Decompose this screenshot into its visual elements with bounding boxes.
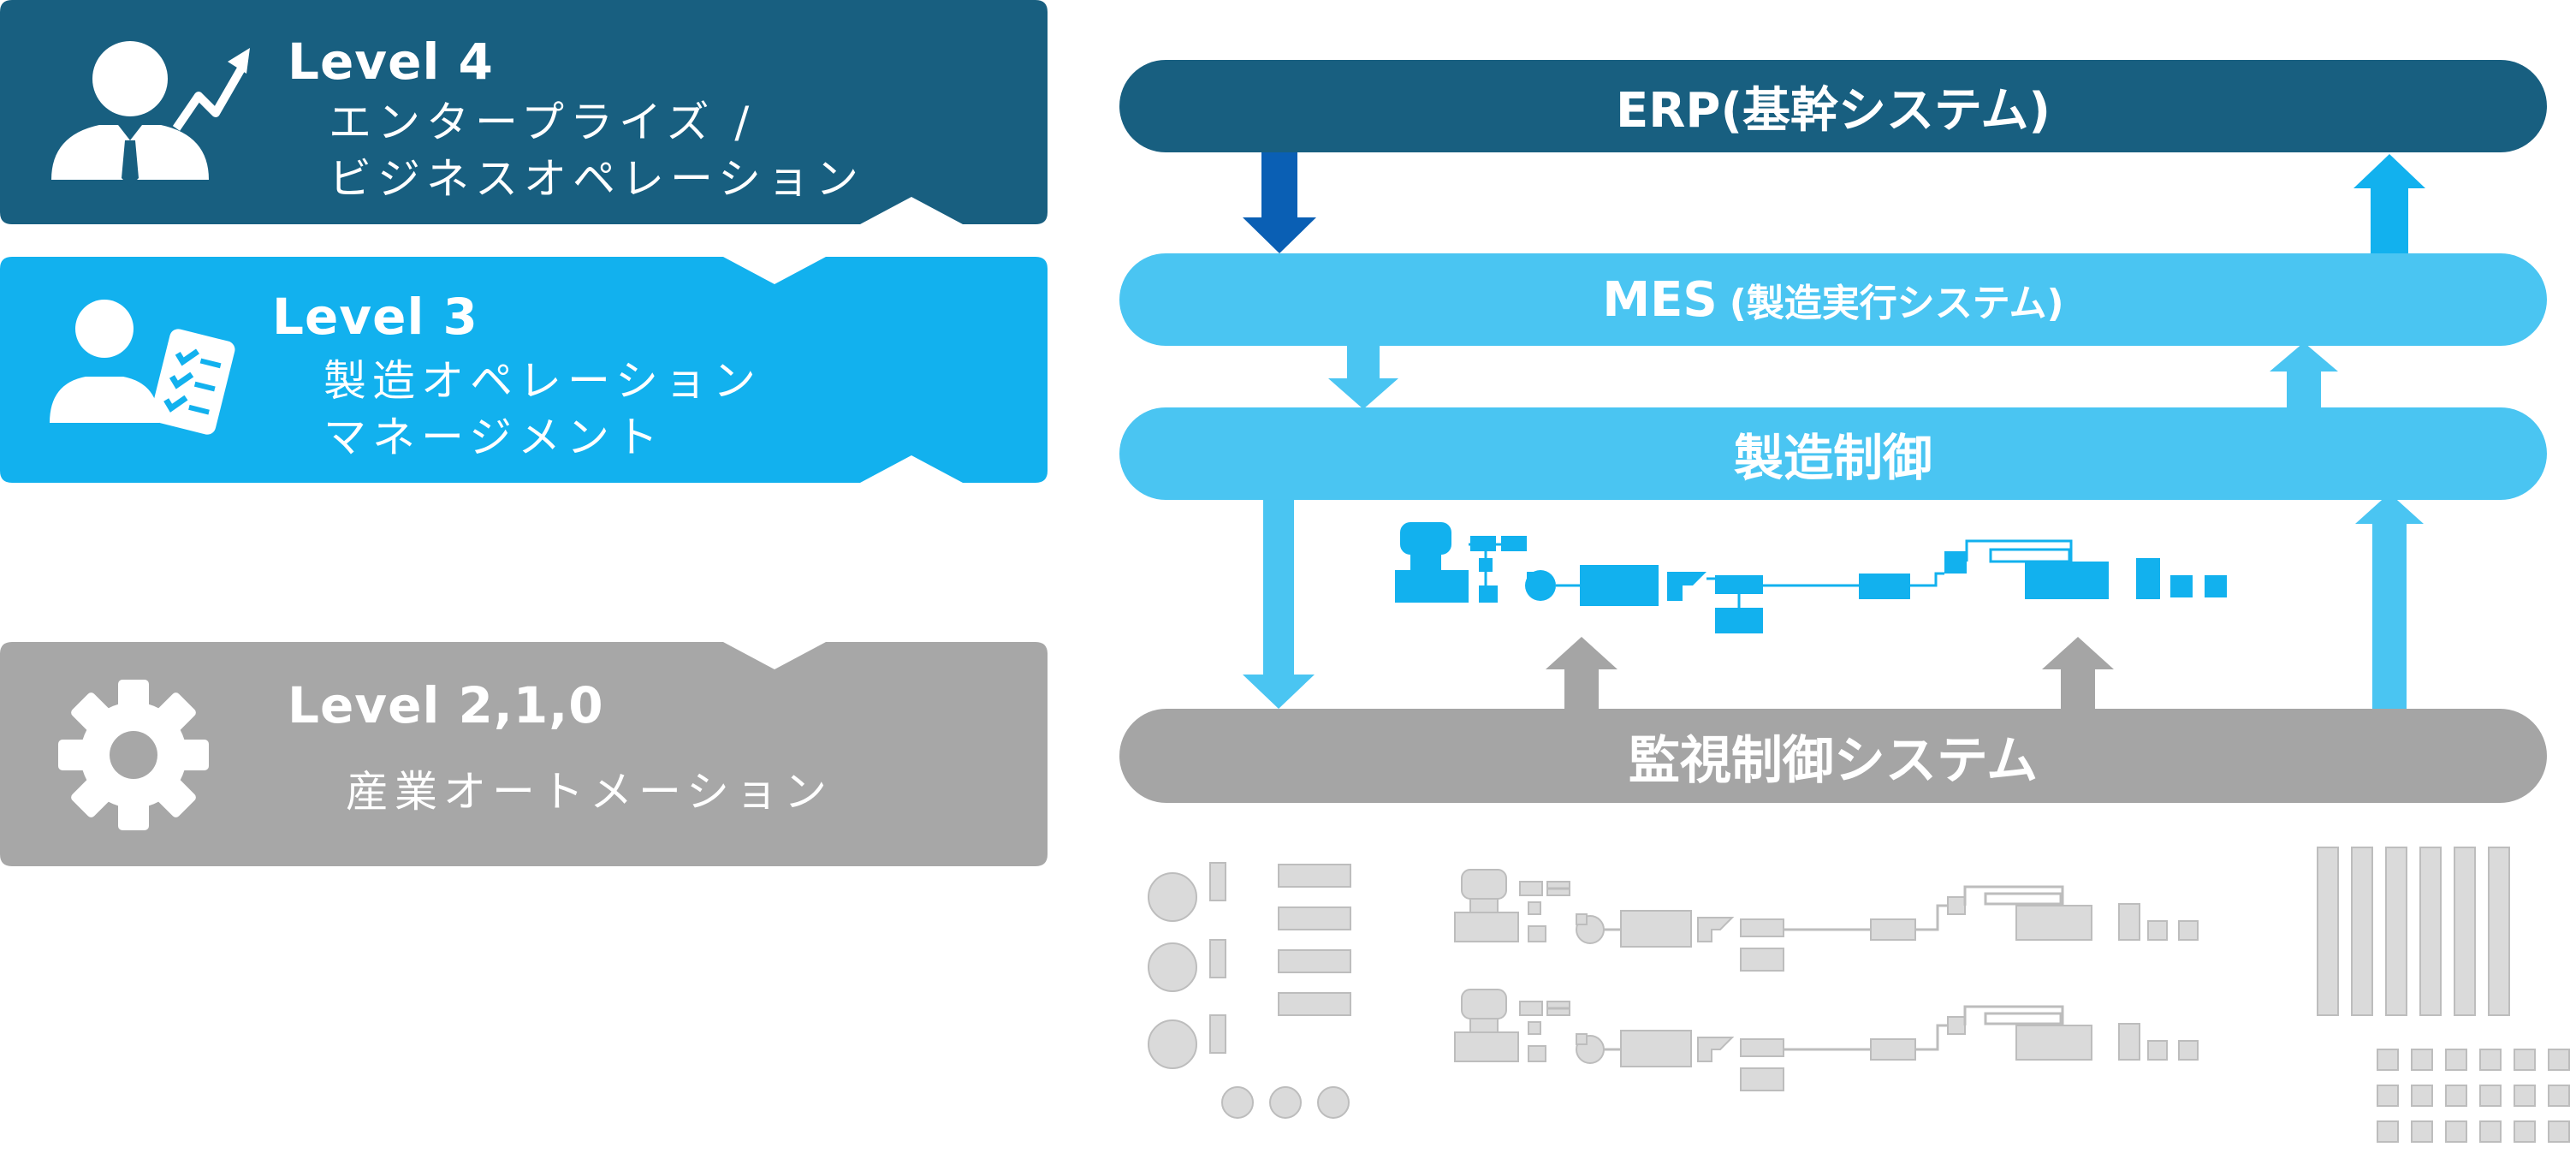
erp-label: ERP(基幹システム) bbox=[1616, 82, 2051, 139]
businessman-growth-icon bbox=[48, 34, 253, 200]
scada-to-control-arrow bbox=[2355, 493, 2424, 709]
level-4-description-line: ビジネスオペレーション bbox=[329, 154, 864, 204]
level-3-panel-background bbox=[0, 257, 1048, 483]
production-control-label: 製造制御 bbox=[1733, 429, 1932, 487]
level-4-description: エンタープライズ / ビジネスオペレーション bbox=[329, 94, 864, 207]
mes-sublabel: (製造実行システム) bbox=[1729, 282, 2064, 325]
level-3-title: Level 3 bbox=[272, 288, 478, 346]
level-210-panel: Level 2,1,0 産業オートメーション bbox=[0, 642, 1048, 866]
level-4-description-line: エンタープライズ / bbox=[329, 98, 756, 147]
level-4-panel: Level 4 エンタープライズ / ビジネスオペレーション bbox=[0, 0, 1048, 224]
equipment-to-scada-arrow bbox=[1546, 637, 1617, 709]
level-3-description-line: マネージメント bbox=[323, 413, 664, 462]
equipment-to-scada-arrow bbox=[2042, 637, 2114, 709]
level-210-description: 産業オートメーション bbox=[346, 764, 833, 820]
control-to-scada-arrow bbox=[1243, 500, 1315, 709]
level-210-description-line: 産業オートメーション bbox=[346, 767, 833, 817]
scada-label: 監視制御システム bbox=[1628, 730, 2039, 791]
scada-bar: 監視制御システム bbox=[1119, 709, 2547, 803]
production-line-schematic-gray bbox=[1454, 989, 2199, 1091]
storage-racks-gray bbox=[2317, 847, 2570, 1143]
erp-bar: ERP(基幹システム) bbox=[1119, 60, 2547, 152]
mes-to-control-arrow bbox=[1328, 344, 1398, 409]
control-to-mes-arrow bbox=[2270, 342, 2338, 409]
device-panel-gray bbox=[1148, 862, 1351, 1119]
mes-bar: MES (製造実行システム) bbox=[1119, 253, 2547, 346]
level-210-panel-background bbox=[0, 642, 1048, 866]
gear-icon bbox=[56, 678, 211, 835]
level-3-description: 製造オペレーション マネージメント bbox=[323, 353, 762, 466]
production-control-bar: 製造制御 bbox=[1119, 407, 2547, 500]
level-210-title: Level 2,1,0 bbox=[288, 676, 604, 734]
level-4-panel-background bbox=[0, 0, 1048, 224]
erp-to-mes-arrow bbox=[1243, 151, 1316, 253]
level-3-description-line: 製造オペレーション bbox=[323, 356, 762, 406]
level-3-panel: Level 3 製造オペレーション マネージメント bbox=[0, 257, 1048, 483]
level-4-title: Level 4 bbox=[288, 33, 494, 91]
mes-to-erp-arrow bbox=[2353, 154, 2425, 253]
mes-label: MES bbox=[1602, 271, 1718, 328]
production-line-schematic bbox=[1395, 522, 2227, 633]
production-line-schematic-gray bbox=[1454, 869, 2199, 972]
worker-checklist-icon bbox=[48, 294, 245, 443]
